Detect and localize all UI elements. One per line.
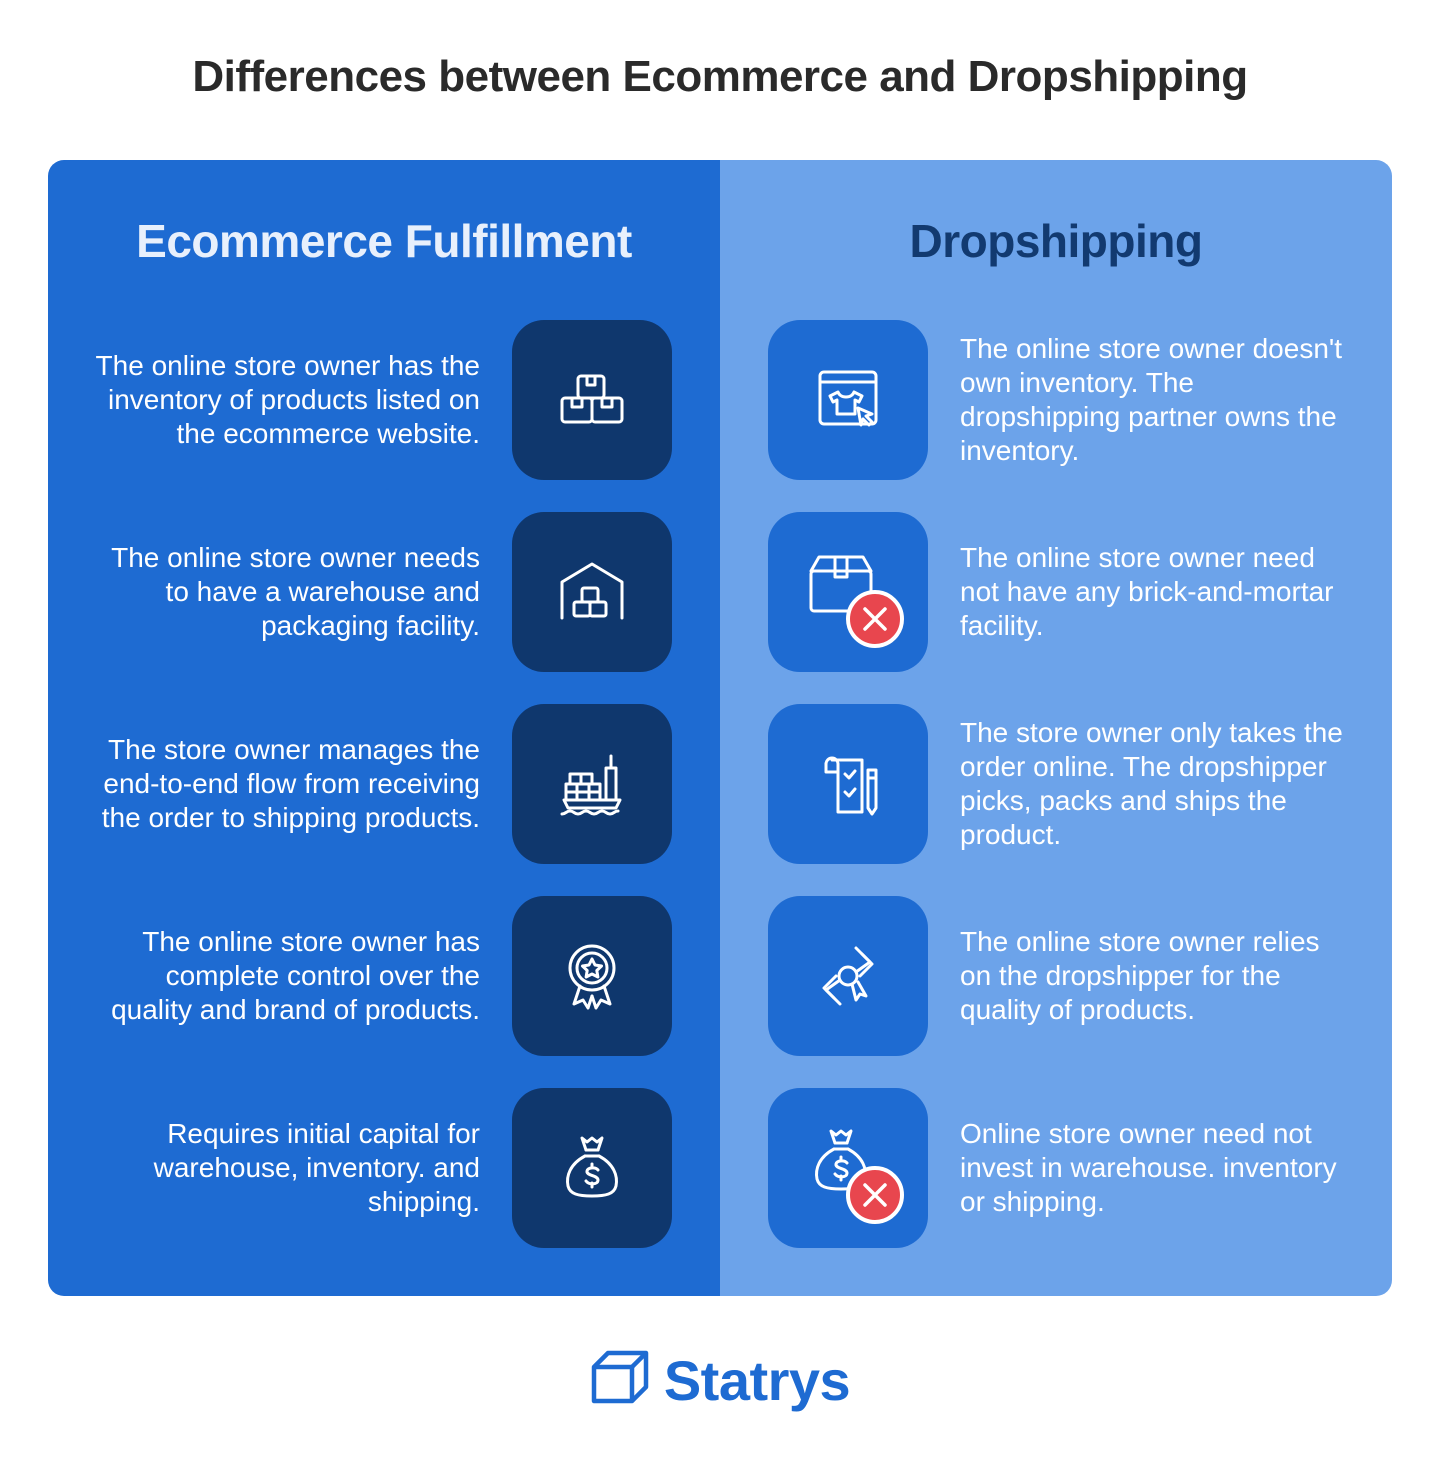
dropshipping-heading: Dropshipping — [909, 215, 1203, 267]
dropshipping-row-text: The online store owner doesn't own inven… — [960, 333, 1343, 466]
money-bag-icon — [512, 1088, 672, 1248]
ecommerce-row: The online store owner needs to have a w… — [48, 512, 720, 672]
ecommerce-row-text: The store owner manages the end-to-end f… — [101, 734, 480, 833]
dropshipping-row: Online store owner need not invest in wa… — [720, 1088, 1392, 1248]
ecommerce-row-text: The online store owner has complete cont… — [111, 926, 480, 1025]
ecommerce-row-text: The online store owner has the inventory… — [95, 350, 480, 449]
statrys-logo-icon — [590, 1347, 650, 1413]
certificate-ribbon-icon — [768, 896, 928, 1056]
online-shop-icon — [768, 320, 928, 480]
dropshipping-row-text: The online store owner need not have any… — [960, 542, 1334, 641]
comparison-panel: Ecommerce Fulfillment The online store o… — [48, 160, 1392, 1296]
ecommerce-row-text: The online store owner needs to have a w… — [111, 542, 480, 641]
dropshipping-row-text: The online store owner relies on the dro… — [960, 926, 1320, 1025]
dropshipping-row-text: The store owner only takes the order onl… — [960, 717, 1343, 850]
quality-badge-icon — [512, 896, 672, 1056]
cross-badge-icon — [846, 1166, 904, 1224]
dropshipping-row-text: Online store owner need not invest in wa… — [960, 1118, 1337, 1217]
ecommerce-row: The store owner manages the end-to-end f… — [48, 704, 720, 864]
dropshipping-row: The online store owner need not have any… — [720, 512, 1392, 672]
ecommerce-row: The online store owner has the inventory… — [48, 320, 720, 480]
cross-badge-icon — [846, 590, 904, 648]
warehouse-icon — [512, 512, 672, 672]
page-title: Differences between Ecommerce and Dropsh… — [192, 52, 1248, 101]
dropshipping-row: The store owner only takes the order onl… — [720, 704, 1392, 864]
dropshipping-column: Dropshipping The online store owner does… — [720, 160, 1392, 1296]
cargo-ship-icon — [512, 704, 672, 864]
ecommerce-heading: Ecommerce Fulfillment — [136, 215, 632, 267]
statrys-wordmark: Statrys — [663, 1348, 851, 1412]
ecommerce-row-text: Requires initial capital for warehouse, … — [153, 1118, 480, 1217]
boxes-icon — [512, 320, 672, 480]
money-bag-crossed-icon — [768, 1088, 928, 1248]
dropshipping-row: The online store owner relies on the dro… — [720, 896, 1392, 1056]
ecommerce-row: Requires initial capital for warehouse, … — [48, 1088, 720, 1248]
dropshipping-row: The online store owner doesn't own inven… — [720, 320, 1392, 480]
box-crossed-icon — [768, 512, 928, 672]
ecommerce-column: Ecommerce Fulfillment The online store o… — [48, 160, 720, 1296]
ecommerce-row: The online store owner has complete cont… — [48, 896, 720, 1056]
order-checklist-icon — [768, 704, 928, 864]
brand-footer: Statrys — [0, 1340, 1440, 1420]
